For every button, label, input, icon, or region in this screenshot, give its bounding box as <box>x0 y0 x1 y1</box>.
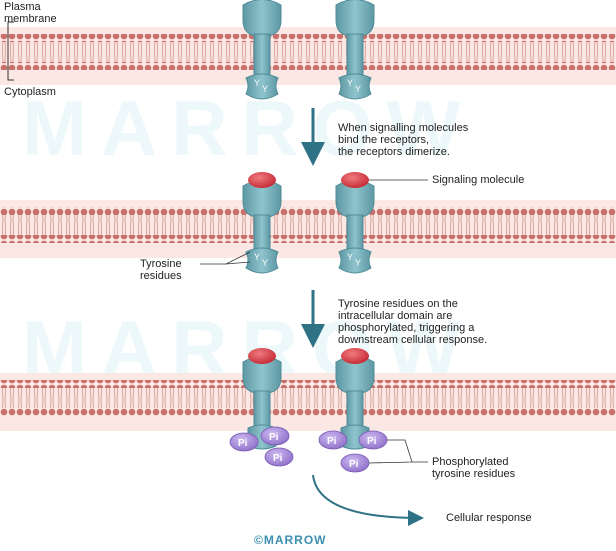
phosphorylated-label: Phosphorylated tyrosine residues <box>432 456 516 480</box>
receptor-dimer-left: Y Y <box>242 172 282 274</box>
svg-text:Pi: Pi <box>327 436 337 447</box>
step2-caption: Tyrosine residues on the intracellular d… <box>338 298 488 346</box>
phosphate-group: Pi <box>229 432 259 452</box>
tyrosine-mark: Y <box>254 252 260 262</box>
step1-caption: When signalling molecules bind the recep… <box>338 122 469 158</box>
cytoplasm-label: Cytoplasm <box>4 86 56 98</box>
receptor-active-right <box>335 348 375 450</box>
signaling-molecule <box>248 172 276 188</box>
membrane-bracket <box>7 21 14 81</box>
receptor-dimer-right: Y Y <box>335 172 375 274</box>
tyrosine-mark: Y <box>262 258 268 268</box>
svg-text:Pi: Pi <box>238 438 248 449</box>
phosphate-group: Pi <box>318 430 348 450</box>
svg-text:Pi: Pi <box>269 432 279 443</box>
plasma-membrane-3 <box>0 373 616 431</box>
watermark-top: MARROW <box>22 84 474 172</box>
plasma-membrane-1 <box>0 27 616 85</box>
phosphate-group: Pi <box>264 447 294 467</box>
tyrosine-mark: Y <box>355 84 361 94</box>
tyrosine-mark: Y <box>262 84 268 94</box>
receptor-monomer-left: Y Y <box>242 0 282 100</box>
tyrosine-residues-label: Tyrosine residues <box>140 258 182 282</box>
cellular-response-label: Cellular response <box>446 512 532 524</box>
phosphorylated-leader <box>368 439 428 464</box>
tyrosine-mark: Y <box>347 78 353 88</box>
signaling-molecule <box>341 348 369 364</box>
phosphate-group: Pi <box>260 426 290 446</box>
tyrosine-mark: Y <box>254 78 260 88</box>
tyrosine-leader <box>200 251 251 265</box>
phosphate-group: Pi <box>340 453 370 473</box>
signaling-molecule-label: Signaling molecule <box>432 174 525 186</box>
signaling-molecule <box>248 348 276 364</box>
svg-text:Pi: Pi <box>367 436 377 447</box>
response-arrow <box>312 474 424 526</box>
svg-text:Pi: Pi <box>349 459 359 470</box>
plasma-membrane-2 <box>0 200 616 258</box>
credit-label: ©MARROW <box>254 533 327 547</box>
svg-text:Pi: Pi <box>273 453 283 464</box>
plasma-membrane-label: Plasma membrane <box>4 1 57 25</box>
phosphate-group: Pi <box>358 430 388 450</box>
tyrosine-mark: Y <box>347 252 353 262</box>
signaling-molecule <box>341 172 369 188</box>
receptor-monomer-right: Y Y <box>335 0 375 100</box>
tyrosine-mark: Y <box>355 258 361 268</box>
